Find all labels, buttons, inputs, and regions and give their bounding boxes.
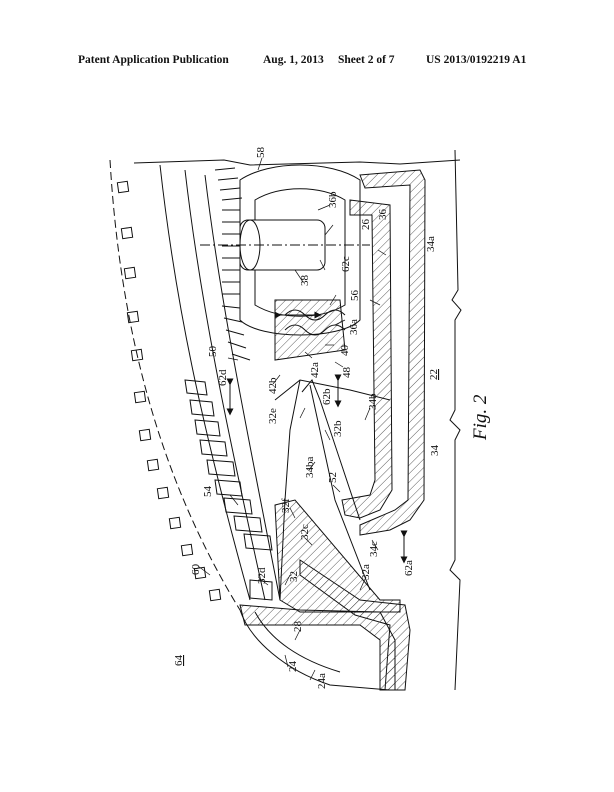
label-62a: 62a (403, 560, 415, 576)
casing-34 (359, 169, 426, 536)
transition-wall (274, 379, 391, 401)
publication-title: Patent Application Publication (78, 54, 229, 66)
label-34b: 34b (367, 393, 379, 410)
transition-cone-2 (309, 384, 371, 591)
label-26: 26 (360, 219, 372, 231)
duct-arc-1 (159, 164, 251, 601)
label-32e: 32e (267, 408, 279, 424)
label-48: 48 (341, 367, 353, 379)
duct-arc-2 (184, 169, 266, 601)
label-62b: 62b (321, 388, 333, 405)
duct-arc-3 (204, 174, 281, 601)
label-24a: 24a (316, 673, 328, 689)
label-62c: 62c (340, 256, 352, 272)
label-56: 56 (349, 290, 361, 302)
label-40: 40 (339, 345, 351, 357)
turbine-hub (239, 164, 361, 336)
label-36a: 36a (348, 319, 360, 335)
label-34ba: 34ba (304, 457, 316, 479)
panel-28 (254, 611, 341, 673)
label-34: 34 (429, 445, 441, 457)
outer-dash-arc (109, 159, 241, 611)
label-62d: 62d (217, 369, 229, 386)
label-50: 50 (207, 346, 219, 358)
label-34c: 34c (368, 541, 380, 557)
label-32f: 32f (280, 498, 292, 513)
break-line-vertical (449, 149, 462, 691)
label-42b: 42b (267, 377, 279, 394)
label-34a: 34a (425, 236, 437, 252)
label-32d: 32d (256, 567, 268, 584)
leader-lines (197, 157, 387, 681)
break-line-right (133, 159, 461, 166)
label-32c: 32c (299, 524, 311, 540)
label-54: 54 (202, 486, 214, 498)
tip-blocks-60 (116, 180, 222, 602)
blade-row-50 (214, 167, 251, 361)
publication-date: Aug. 1, 2013 (263, 54, 324, 66)
figure-caption: Fig. 2 (470, 394, 491, 441)
reference-labels: 64 60 54 50 58 36b 36 26 34a 38 62c 56 3… (173, 147, 441, 690)
label-64: 64 (173, 655, 185, 667)
page-header: Patent Application Publication Aug. 1, 2… (0, 54, 614, 74)
label-58: 58 (255, 147, 267, 159)
label-28: 28 (292, 621, 304, 633)
dome-24a (239, 609, 391, 691)
label-42a: 42a (309, 362, 321, 378)
patent-number: US 2013/0192219 A1 (426, 54, 527, 66)
label-52: 52 (327, 472, 339, 483)
label-32a: 32a (360, 564, 372, 580)
label-38: 38 (299, 275, 311, 287)
label-36b: 36b (327, 191, 339, 208)
inner-cone (301, 379, 361, 521)
label-60: 60 (190, 564, 202, 576)
transition-cone (279, 379, 301, 601)
sheet-number: Sheet 2 of 7 (338, 54, 395, 66)
label-22: 22 (428, 369, 440, 380)
duct-34b (341, 199, 393, 519)
label-24: 24 (287, 661, 299, 673)
seal-lobes (284, 309, 346, 321)
transition-32 (274, 499, 401, 613)
label-32b: 32b (332, 420, 344, 437)
label-32: 32 (288, 571, 300, 582)
label-36: 36 (377, 209, 389, 221)
